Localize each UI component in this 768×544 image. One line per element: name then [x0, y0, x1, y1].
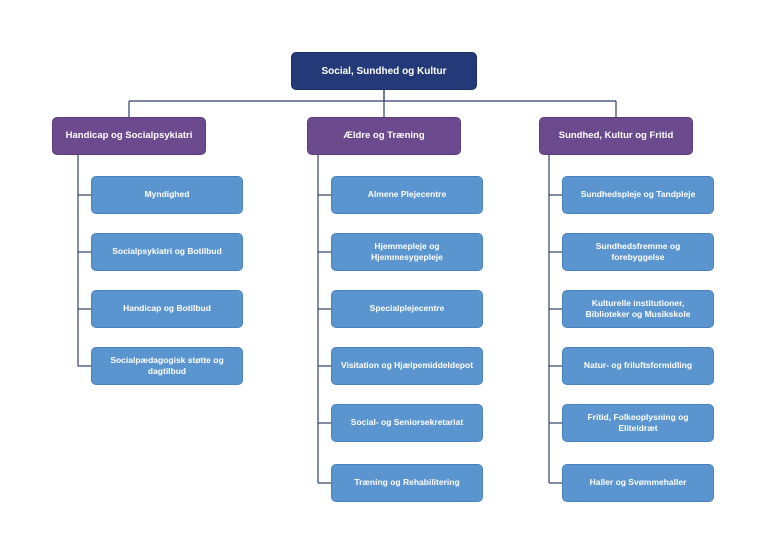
unit-box: Specialplejecentre	[331, 290, 483, 328]
department-handicap-socialpsykiatri: Handicap og Socialpsykiatri	[52, 117, 206, 155]
unit-box: Socialpsykiatri og Botilbud	[91, 233, 243, 271]
unit-box: Natur- og friluftsformidling	[562, 347, 714, 385]
department-sundhed-kultur-fritid: Sundhed, Kultur og Fritid	[539, 117, 693, 155]
unit-box: Træning og Rehabilitering	[331, 464, 483, 502]
unit-box: Handicap og Botilbud	[91, 290, 243, 328]
department-aeldre-traening: Ældre og Træning	[307, 117, 461, 155]
unit-box: Visitation og Hjælpemiddeldepot	[331, 347, 483, 385]
root-box: Social, Sundhed og Kultur	[291, 52, 477, 90]
unit-box: Sundhedspleje og Tandpleje	[562, 176, 714, 214]
unit-box: Hjemmepleje og Hjemmesygepleje	[331, 233, 483, 271]
unit-box: Haller og Svømmehaller	[562, 464, 714, 502]
unit-box: Kulturelle institutioner, Biblioteker og…	[562, 290, 714, 328]
unit-box: Sundhedsfremme og forebyggelse	[562, 233, 714, 271]
unit-box: Almene Plejecentre	[331, 176, 483, 214]
unit-box: Myndighed	[91, 176, 243, 214]
unit-box: Social- og Seniorsekretariat	[331, 404, 483, 442]
unit-box: Fritid, Folkeoplysning og Eliteidræt	[562, 404, 714, 442]
unit-box: Socialpædagogisk støtte og dagtilbud	[91, 347, 243, 385]
